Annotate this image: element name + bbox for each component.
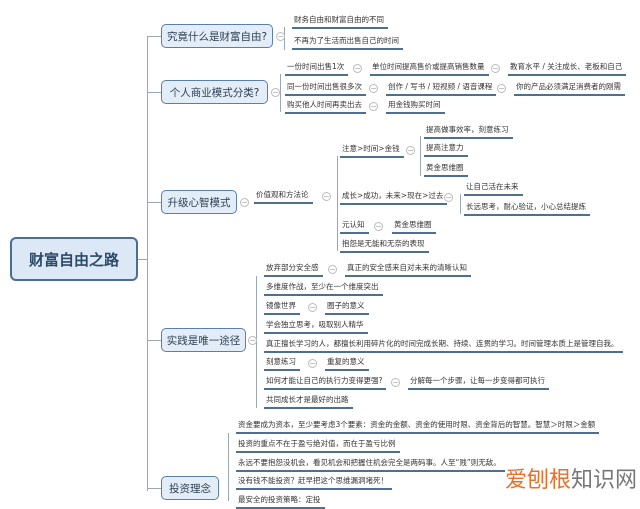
root-connector (138, 259, 147, 260)
leaf[interactable]: 用金钱购买时间 (386, 100, 445, 114)
connector (147, 36, 161, 37)
watermark-logo: 爱刨根知识网 (505, 462, 637, 494)
leaf[interactable]: 投资的重点不在于盈亏绝对值，而在于盈亏比例 (236, 439, 400, 453)
leaf[interactable]: 让自己活在未来 (464, 182, 523, 196)
branch-practice[interactable]: 实践是唯一途径 (161, 328, 246, 352)
leaf[interactable]: 价值观和方法论 (254, 190, 313, 204)
root-node[interactable]: 财富自由之路 (10, 237, 138, 281)
collapse-icon[interactable]: − (353, 64, 362, 73)
connector (228, 433, 229, 501)
connector (147, 340, 161, 341)
leaf[interactable]: 长远思考，耐心验证，小心总结提炼 (464, 202, 590, 216)
watermark-part: 知识网 (571, 468, 638, 493)
leaf[interactable]: 最安全的投资策略：定投 (236, 495, 325, 509)
leaf[interactable]: 真正擅长学习的人，都擅长利用碎片化的时间完成长期、持续、连贯的学习。时间管理本质… (264, 339, 623, 353)
main-connector (147, 36, 148, 491)
collapse-icon[interactable]: − (491, 64, 500, 73)
leaf[interactable]: 创作 / 写书 / 短视频 / 语音课程 (386, 82, 497, 96)
connector (147, 92, 161, 93)
leaf[interactable]: 圈子的意义 (325, 301, 369, 315)
leaf[interactable]: 分解每一个步骤，让每一步变得都可执行 (408, 376, 549, 390)
leaf[interactable]: 永远不要抱怨没机会，看见机会和把握住机会完全是两码事。人至“贱”则无敌。 (236, 458, 505, 472)
branch-business-model[interactable]: 个人商业模式分类? (161, 80, 268, 104)
collapse-icon[interactable]: − (444, 193, 453, 202)
leaf[interactable]: 如何才能让自己的执行力变得更强? (264, 376, 387, 390)
connector (147, 488, 161, 489)
connector (337, 156, 338, 251)
leaf[interactable]: 一份时间出售1次 (285, 62, 349, 76)
leaf[interactable]: 教育水平 / 关注成长、老板和自己 (508, 62, 627, 76)
leaf[interactable]: 单位时间提高售价或提高销售数量 (370, 62, 489, 76)
leaf[interactable]: 注意>时间>金钱 (340, 144, 404, 158)
leaf[interactable]: 黄金思维圈 (424, 163, 468, 177)
collapse-icon[interactable]: − (322, 192, 331, 201)
leaf[interactable]: 你的产品必须满足消费者的刚需 (514, 82, 625, 96)
connector (280, 74, 281, 112)
leaf[interactable]: 同一份时间出售很多次 (285, 82, 366, 96)
collapse-icon[interactable]: − (328, 265, 337, 274)
leaf[interactable]: 镜像世界 (264, 301, 300, 315)
collapse-icon[interactable]: − (369, 102, 378, 111)
leaf[interactable]: 资金要成为资本，至少要考虑3个要素：资金的金额、资金的使用时限、资金背后的智慧。… (236, 420, 600, 434)
collapse-icon[interactable]: − (308, 359, 317, 368)
collapse-icon[interactable]: − (406, 146, 415, 155)
branch-wealth-freedom[interactable]: 究竟什么是财富自由? (161, 24, 273, 48)
leaf[interactable]: 抱怨是无能和无奈的表现 (340, 239, 429, 253)
collapse-icon[interactable]: − (240, 198, 249, 207)
collapse-icon[interactable]: − (271, 88, 280, 97)
branch-mindset[interactable]: 升级心智模式 (161, 190, 237, 214)
leaf[interactable]: 提高注意力 (424, 143, 468, 157)
leaf[interactable]: 学会独立思考，吸取别人精华 (264, 320, 368, 334)
leaf[interactable]: 购买他人时间再卖出去 (285, 100, 366, 114)
leaf[interactable]: 真正的安全感来自对未来的清晰认知 (345, 263, 471, 277)
branch-investment[interactable]: 投资理念 (161, 476, 219, 500)
leaf[interactable]: 不再为了生活而出售自己的时间 (292, 36, 403, 50)
leaf[interactable]: 元认知 (340, 220, 369, 234)
leaf[interactable]: 共同成长才是最好的出路 (264, 395, 353, 409)
leaf[interactable]: 财务自由和财富自由的不同 (292, 15, 388, 29)
collapse-icon[interactable]: − (391, 378, 400, 387)
leaf[interactable]: 重复的意义 (325, 357, 369, 371)
connector (147, 202, 161, 203)
leaf[interactable]: 放弃部分安全感 (264, 263, 323, 277)
leaf[interactable]: 黄金思维圈 (392, 220, 436, 234)
connector (420, 136, 421, 176)
leaf[interactable]: 刻意练习 (264, 357, 300, 371)
leaf[interactable]: 多维度作战，至少在一个维度突出 (264, 282, 383, 296)
connector (460, 194, 461, 214)
leaf[interactable]: 没有钱不能投资？赶早把这个思维漏洞堵死！ (236, 476, 392, 490)
collapse-icon[interactable]: − (374, 222, 383, 231)
leaf[interactable]: 成长>成功，未来>现在>过去 (340, 191, 448, 205)
collapse-icon[interactable]: − (276, 32, 285, 41)
collapse-icon[interactable]: − (497, 84, 506, 93)
collapse-icon[interactable]: − (308, 303, 317, 312)
leaf[interactable]: 提高做事效率，刻意练习 (424, 125, 513, 139)
watermark-part: 爱刨根 (505, 468, 572, 493)
collapse-icon[interactable]: − (369, 84, 378, 93)
collapse-icon[interactable]: − (248, 336, 257, 345)
